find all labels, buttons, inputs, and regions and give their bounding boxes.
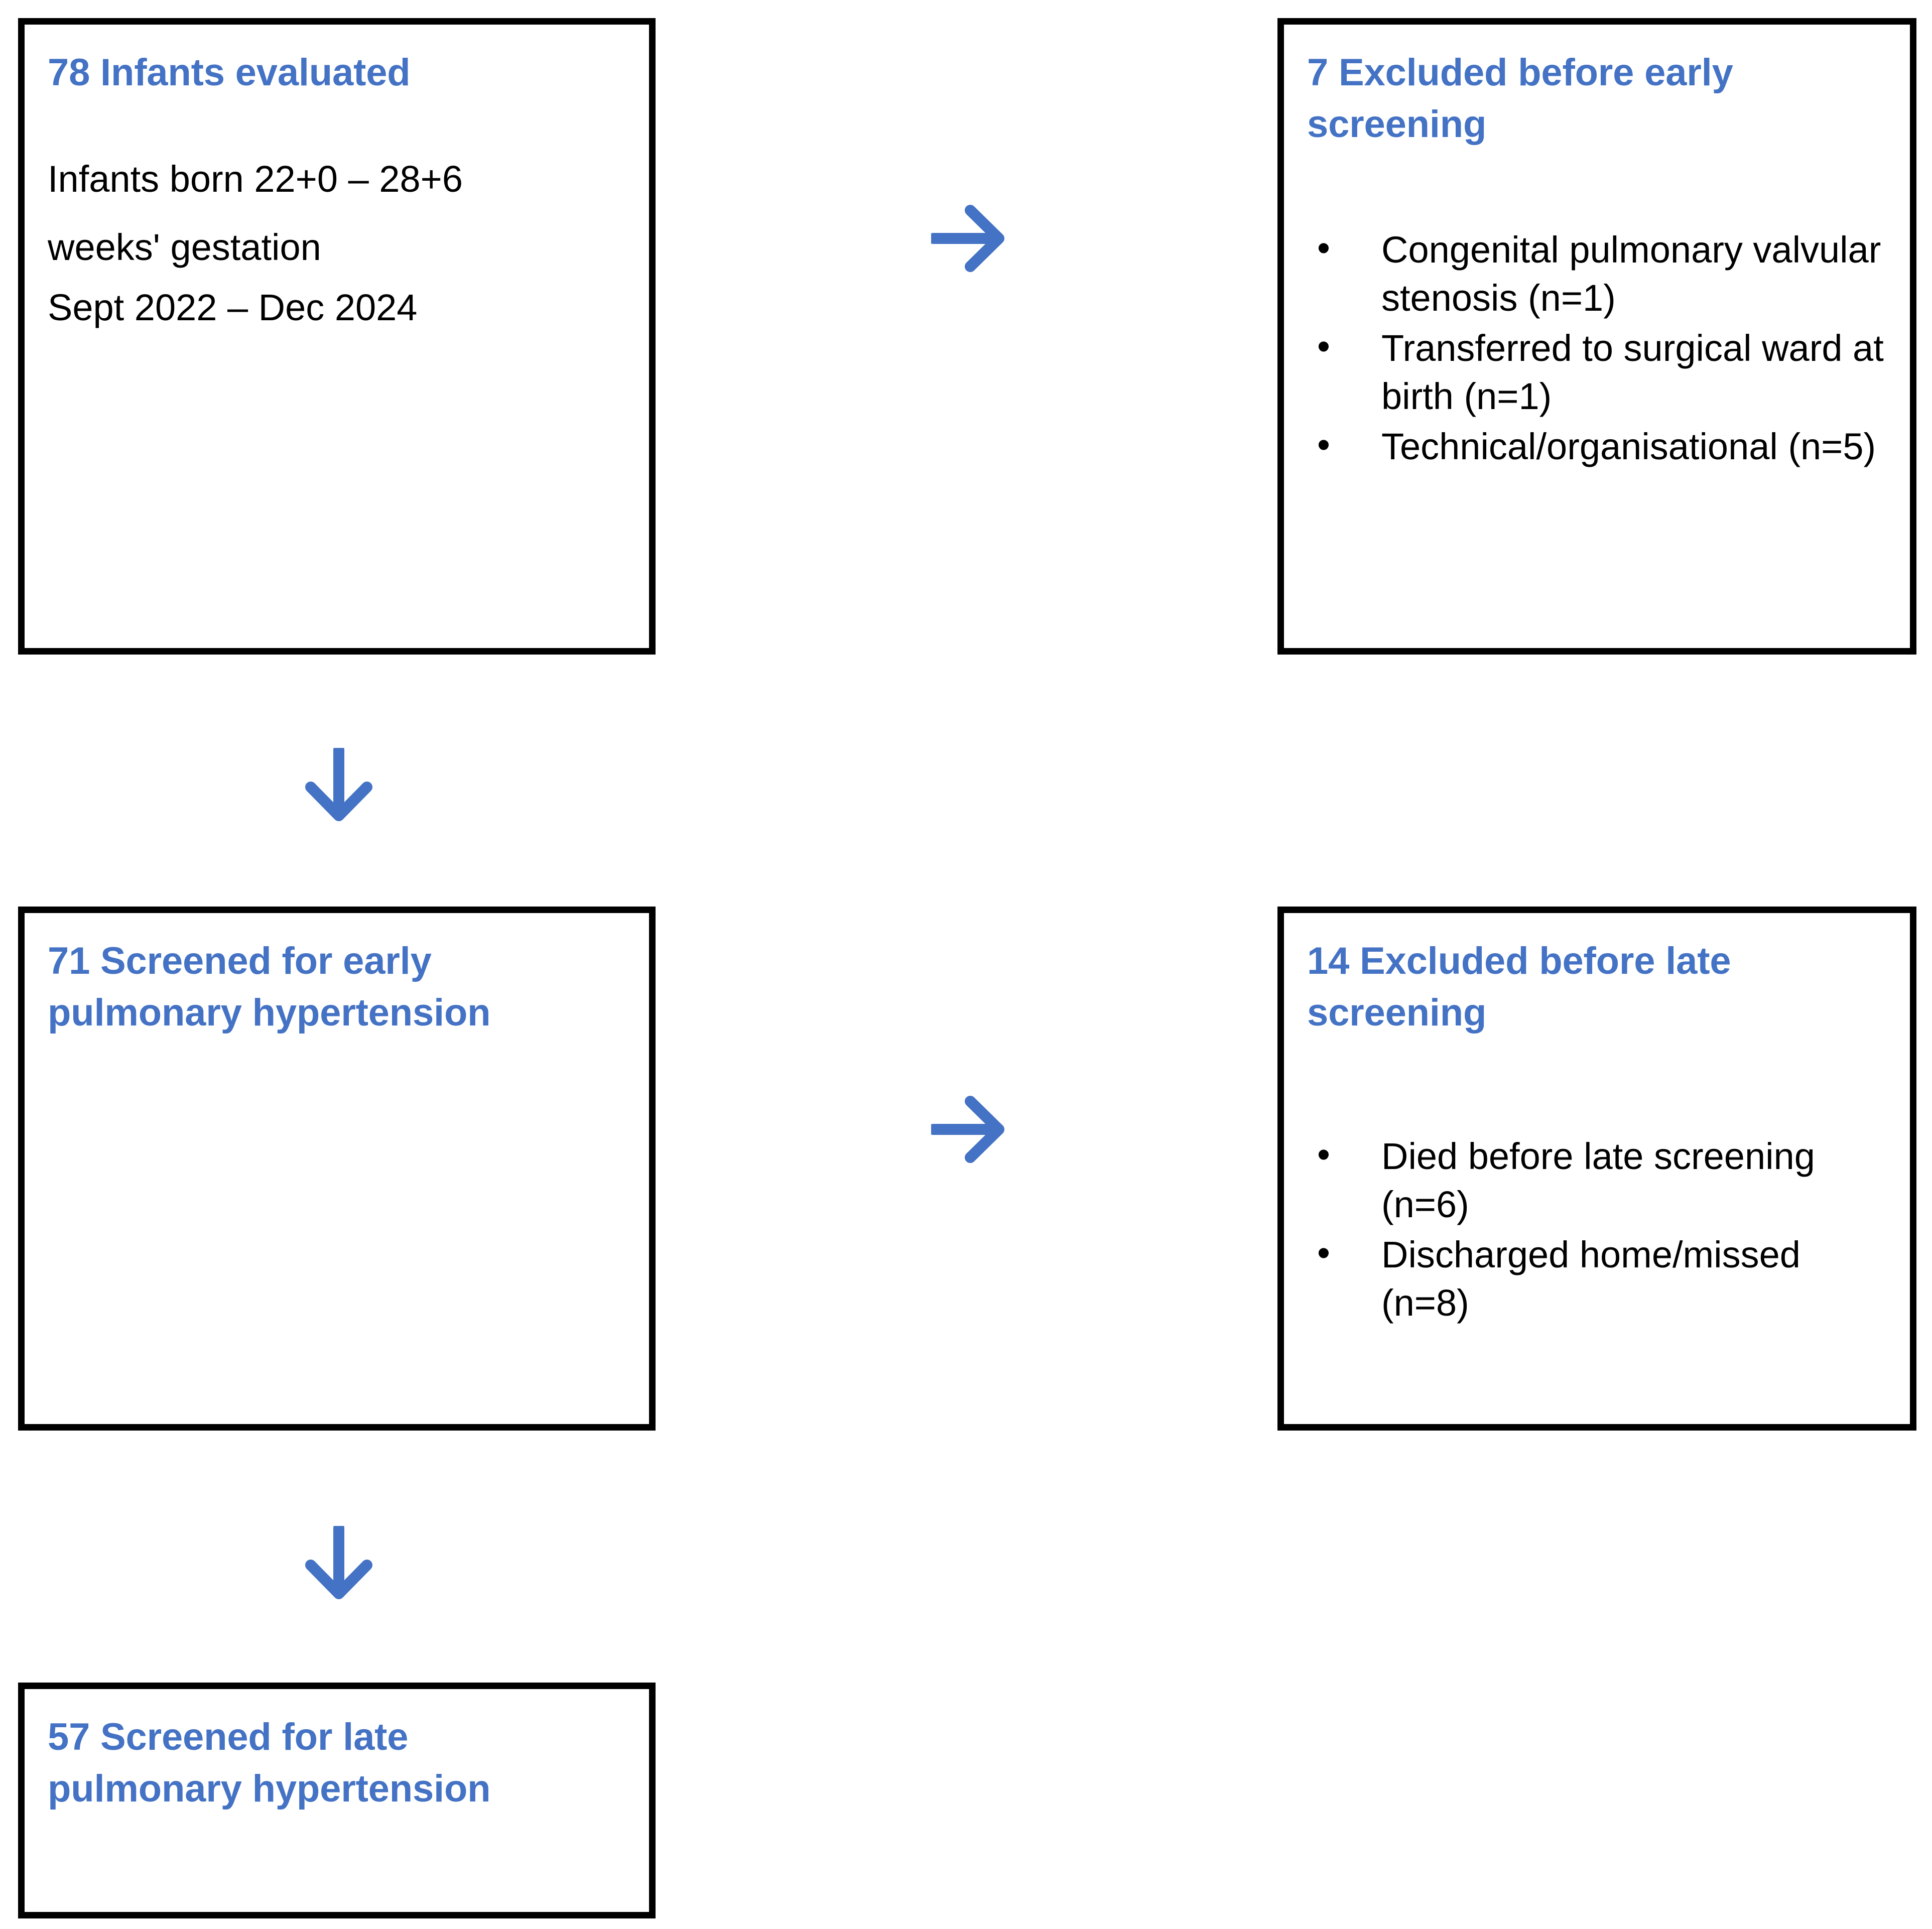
spacer — [1307, 151, 1887, 226]
arrow-right-icon — [931, 201, 1011, 276]
arrow-down-icon — [301, 1526, 376, 1606]
excluded-late-reason-list: Died before late screening (n=6) Dischar… — [1307, 1130, 1887, 1328]
list-item: Died before late screening (n=6) — [1307, 1130, 1887, 1229]
spacer — [48, 204, 626, 223]
spacer — [1307, 1039, 1887, 1132]
box-excluded-before-early-screening: 7 Excluded before early screening Congen… — [1277, 18, 1916, 655]
arrow-down-icon — [301, 748, 376, 828]
infants-born-line: Infants born 22+0 – 28+6 — [48, 158, 463, 200]
box-excluded-late-title: 14 Excluded before late screening — [1307, 940, 1731, 1035]
list-item: Discharged home/missed (n=8) — [1307, 1229, 1887, 1327]
list-item: Technical/organisational (n=5) — [1307, 421, 1887, 471]
list-item: Congenital pulmonary valvular stenosis (… — [1307, 224, 1887, 322]
arrow-right-icon — [931, 1092, 1011, 1167]
spacer — [48, 98, 626, 155]
list-item: Transferred to surgical ward at birth (n… — [1307, 322, 1887, 421]
spacer — [48, 272, 626, 283]
study-period-line: Sept 2022 – Dec 2024 — [48, 286, 418, 328]
box-screened-for-late-ph: 57 Screened for late pulmonary hypertens… — [18, 1683, 656, 1918]
box-excluded-early-title: 7 Excluded before early screening — [1307, 51, 1733, 146]
weeks-gestation-line: weeks' gestation — [48, 226, 321, 269]
box-excluded-before-late-screening: 14 Excluded before late screening Died b… — [1277, 907, 1916, 1431]
box-screened-for-early-ph: 71 Screened for early pulmonary hyperten… — [18, 907, 656, 1431]
excluded-early-reason-list: Congenital pulmonary valvular stenosis (… — [1307, 224, 1887, 471]
box-screened-late-title: 57 Screened for late pulmonary hypertens… — [48, 1716, 491, 1811]
box-infants-evaluated-title: 78 Infants evaluated — [48, 51, 411, 94]
box-infants-evaluated: 78 Infants evaluated Infants born 22+0 –… — [18, 18, 656, 655]
box-screened-early-title: 71 Screened for early pulmonary hyperten… — [48, 940, 491, 1035]
